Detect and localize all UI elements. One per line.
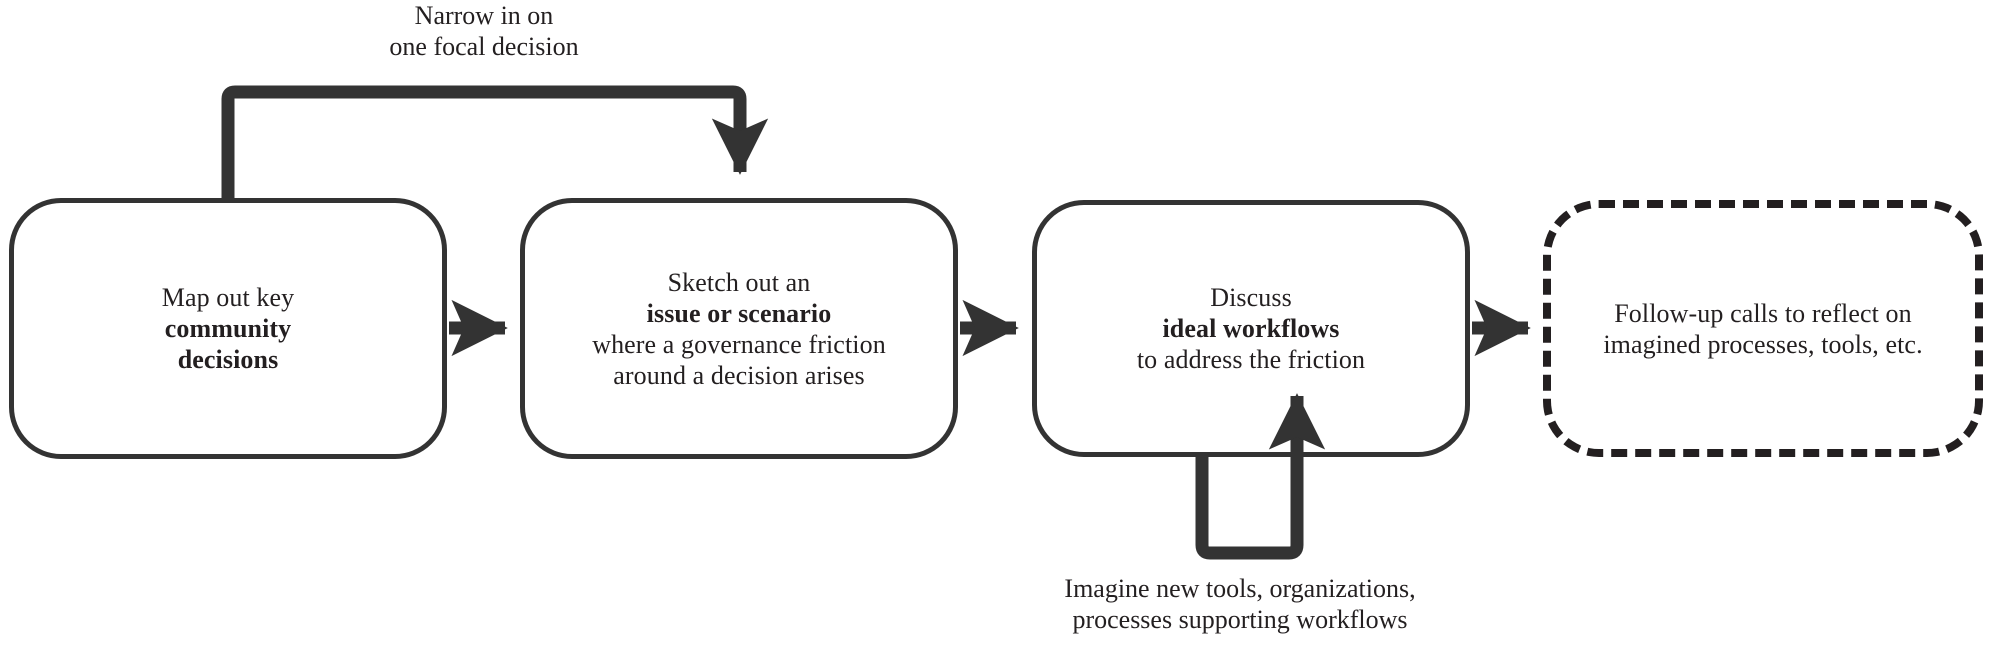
node-line: around a decision arises (613, 360, 865, 390)
node-line: community (164, 314, 292, 343)
node-line: Discuss (1210, 283, 1292, 312)
node-line: Follow-up calls to reflect on (1614, 298, 1912, 328)
connector-map-to-sketch-top-elbow (221, 85, 769, 198)
label-line: one focal decision (389, 32, 579, 61)
node-follow-up-calls-text: Follow-up calls to reflect on imagined p… (1589, 298, 1936, 360)
node-follow-up-calls[interactable]: Follow-up calls to reflect on imagined p… (1543, 200, 1983, 457)
node-line: Sketch out an (667, 267, 811, 297)
node-map-decisions[interactable]: Map out key community decisions (9, 198, 447, 459)
node-sketch-issue-text: Sketch out an issue or scenario where a … (578, 267, 900, 391)
label-imagine-tools: Imagine new tools, organizations, proces… (1000, 573, 1480, 635)
node-map-decisions-text: Map out key community decisions (148, 282, 309, 375)
node-line: issue or scenario (646, 298, 832, 328)
label-line: Imagine new tools, organizations, (1064, 574, 1416, 603)
node-line: ideal workflows (1162, 314, 1340, 343)
label-narrow-in: Narrow in on one focal decision (284, 0, 684, 62)
node-line: imagined processes, tools, etc. (1603, 329, 1923, 359)
node-line: to address the friction (1136, 345, 1366, 374)
label-line: Narrow in on (414, 1, 554, 30)
node-line: where a governance friction (592, 329, 886, 359)
node-line: decisions (177, 345, 279, 374)
node-discuss-workflows-text: Discuss ideal workflows to address the f… (1123, 282, 1379, 375)
node-discuss-workflows[interactable]: Discuss ideal workflows to address the f… (1032, 200, 1470, 457)
label-line: processes supporting workflows (1072, 605, 1408, 634)
node-line: Map out key (161, 283, 295, 312)
node-sketch-issue[interactable]: Sketch out an issue or scenario where a … (520, 198, 958, 459)
